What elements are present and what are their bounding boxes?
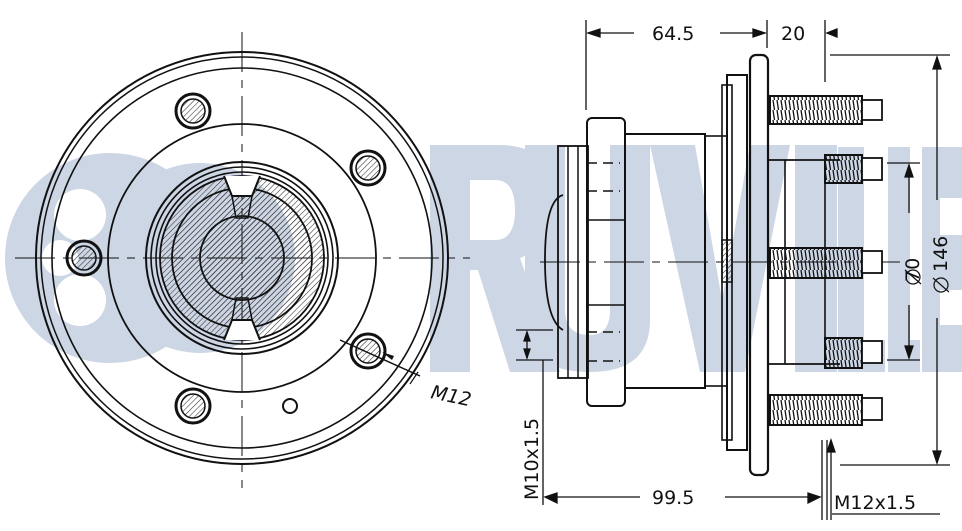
diameter-icon [932, 277, 950, 293]
bolt-hole-icon [349, 149, 387, 187]
dimension-99-5: 99.5 [652, 487, 694, 509]
dimension-m12x1-5: M12x1.5 [834, 492, 916, 514]
dimension-lines [516, 20, 950, 520]
svg-text:146: 146 [930, 236, 952, 272]
bolt-hole-icon [65, 239, 103, 277]
locating-hole-icon [282, 398, 298, 414]
watermark-letter-u [525, 145, 650, 372]
wheel-stud-icon [769, 95, 883, 125]
bolt-hole-icon [349, 332, 387, 370]
dimension-m10x1-5: M10x1.5 [521, 418, 543, 500]
front-bolt-holes [65, 92, 387, 425]
watermark-letter-e [922, 147, 962, 372]
watermark-letter-l2 [888, 147, 920, 372]
dimension-64-5: 64.5 [652, 23, 694, 45]
wheel-studs [769, 95, 883, 426]
wheel-stud-icon [769, 247, 883, 279]
dimension-20: 20 [781, 23, 805, 45]
wheel-stud-icon [824, 154, 883, 184]
bolt-hole-icon [174, 92, 212, 130]
m12-label: M12 [429, 381, 473, 411]
bolt-hole-icon [174, 387, 212, 425]
dimension-diameter-70: 70 [902, 258, 924, 285]
side-view [540, 53, 900, 477]
wheel-stud-icon [824, 337, 883, 369]
dimension-diameter-146: 146 [930, 236, 952, 293]
wheel-stud-icon [769, 394, 883, 426]
diameter-icon [904, 269, 922, 285]
front-view [15, 32, 470, 488]
watermark-letter-v [650, 145, 790, 372]
